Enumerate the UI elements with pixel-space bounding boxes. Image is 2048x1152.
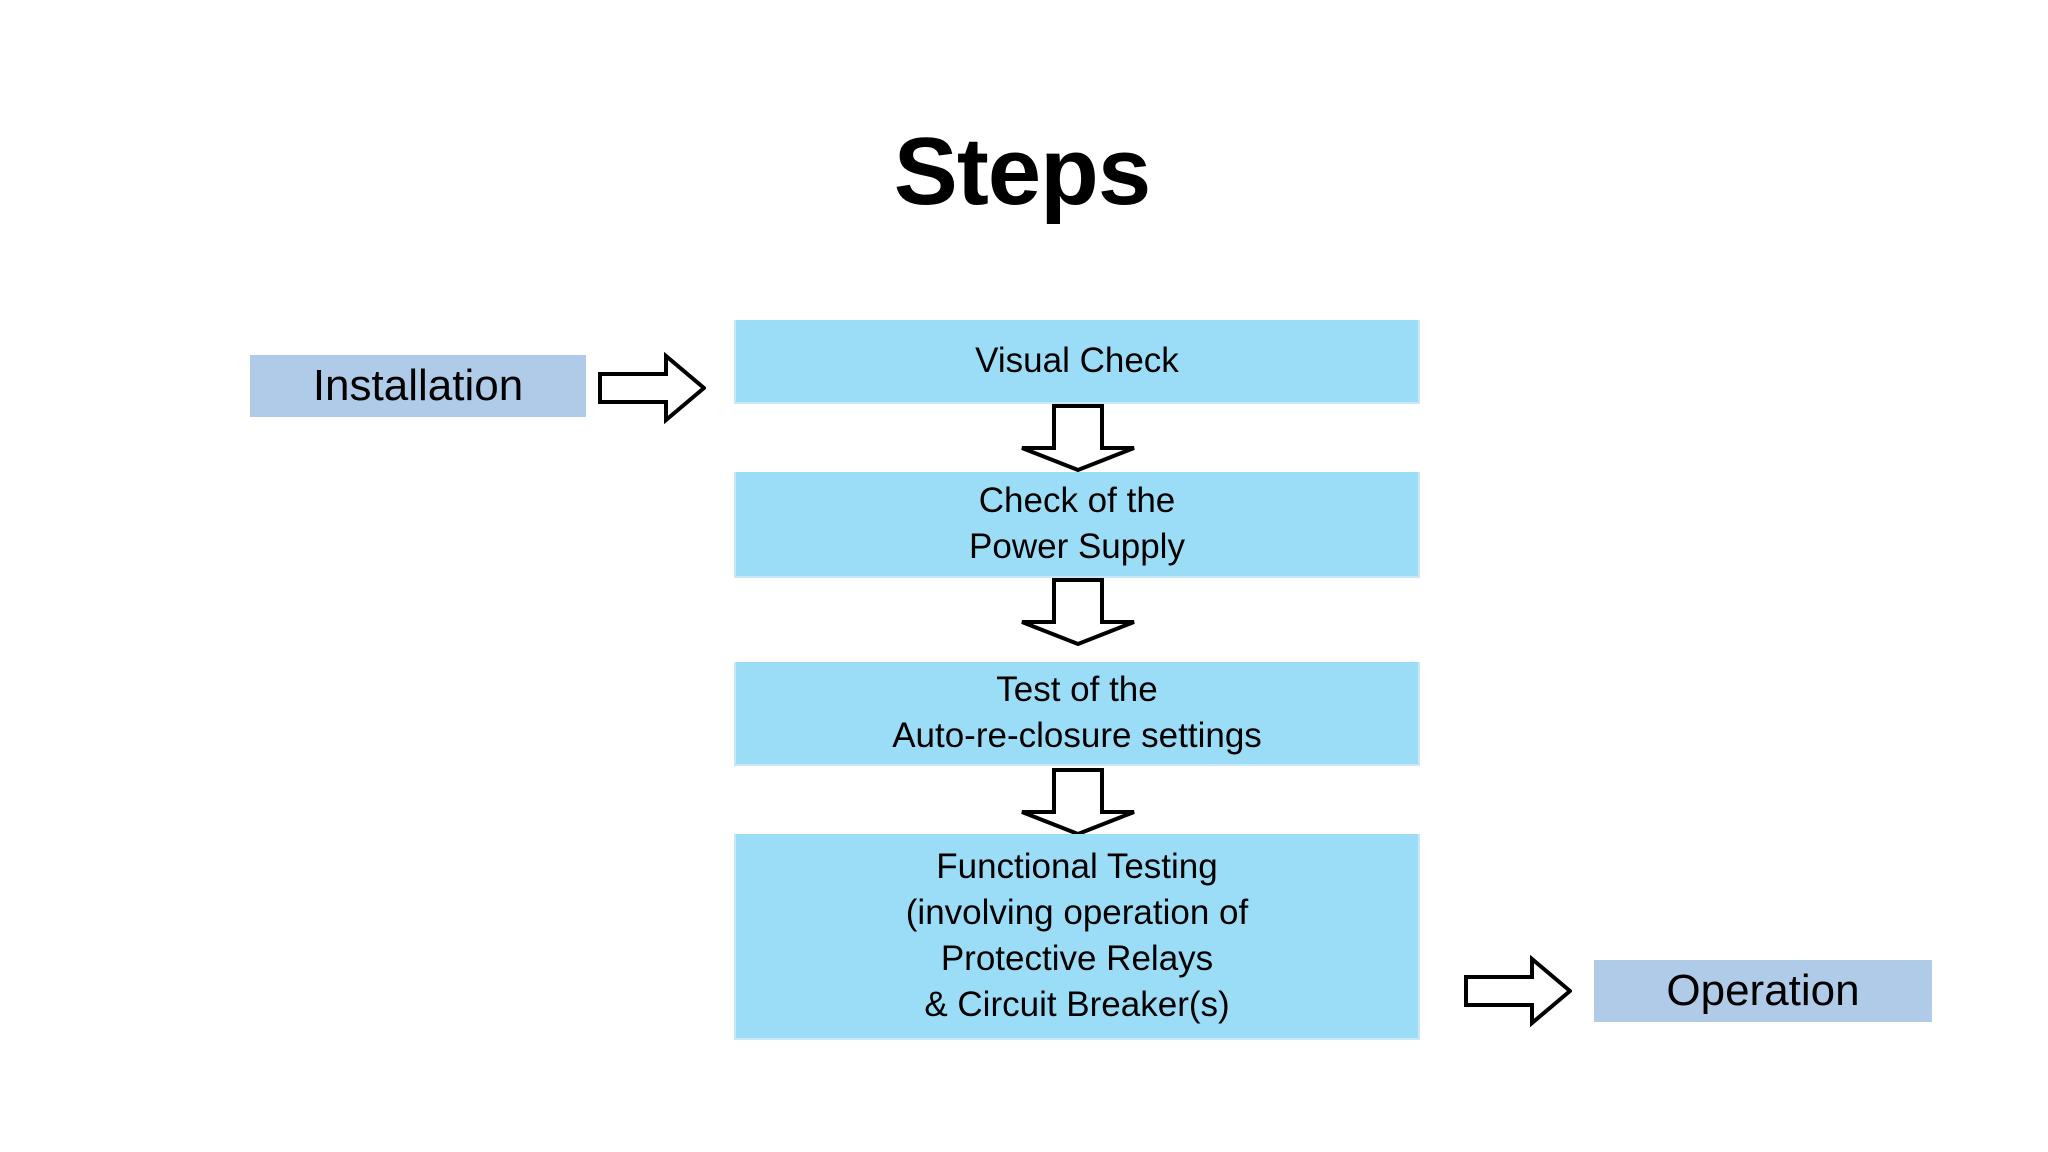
process-box-line: Functional Testing <box>936 847 1218 886</box>
process-box-auto-re-closure[interactable]: Test of the Auto-re-closure settings <box>734 662 1420 766</box>
down-block-arrow-icon-1 <box>1018 404 1138 472</box>
page-title: Steps <box>893 118 1151 225</box>
right-block-arrow-icon-operation <box>1464 955 1572 1027</box>
process-box-line: Check of the <box>978 481 1176 520</box>
down-block-arrow-icon-3 <box>1018 768 1138 836</box>
down-block-arrow-icon-2 <box>1018 578 1138 646</box>
terminal-installation-label: Installation <box>312 361 524 410</box>
process-box-line: Protective Relays <box>940 939 1214 978</box>
process-box-line: & Circuit Breaker(s) <box>924 985 1230 1024</box>
terminal-operation[interactable]: Operation <box>1594 960 1932 1022</box>
process-box-line: Test of the <box>996 670 1158 709</box>
process-box-power-supply[interactable]: Check of the Power Supply <box>734 472 1420 578</box>
terminal-operation-label: Operation <box>1666 966 1860 1015</box>
process-box-line: Auto-re-closure settings <box>892 716 1262 755</box>
process-box-visual-check[interactable]: Visual Check <box>734 320 1420 404</box>
process-box-line: (involving operation of <box>905 893 1249 932</box>
process-box-line: Power Supply <box>969 527 1185 566</box>
right-block-arrow-icon-installation <box>598 352 706 424</box>
terminal-installation[interactable]: Installation <box>250 355 586 417</box>
process-box-line: Visual Check <box>975 341 1179 380</box>
process-box-functional-testing[interactable]: Functional Testing (involving operation … <box>734 834 1420 1040</box>
